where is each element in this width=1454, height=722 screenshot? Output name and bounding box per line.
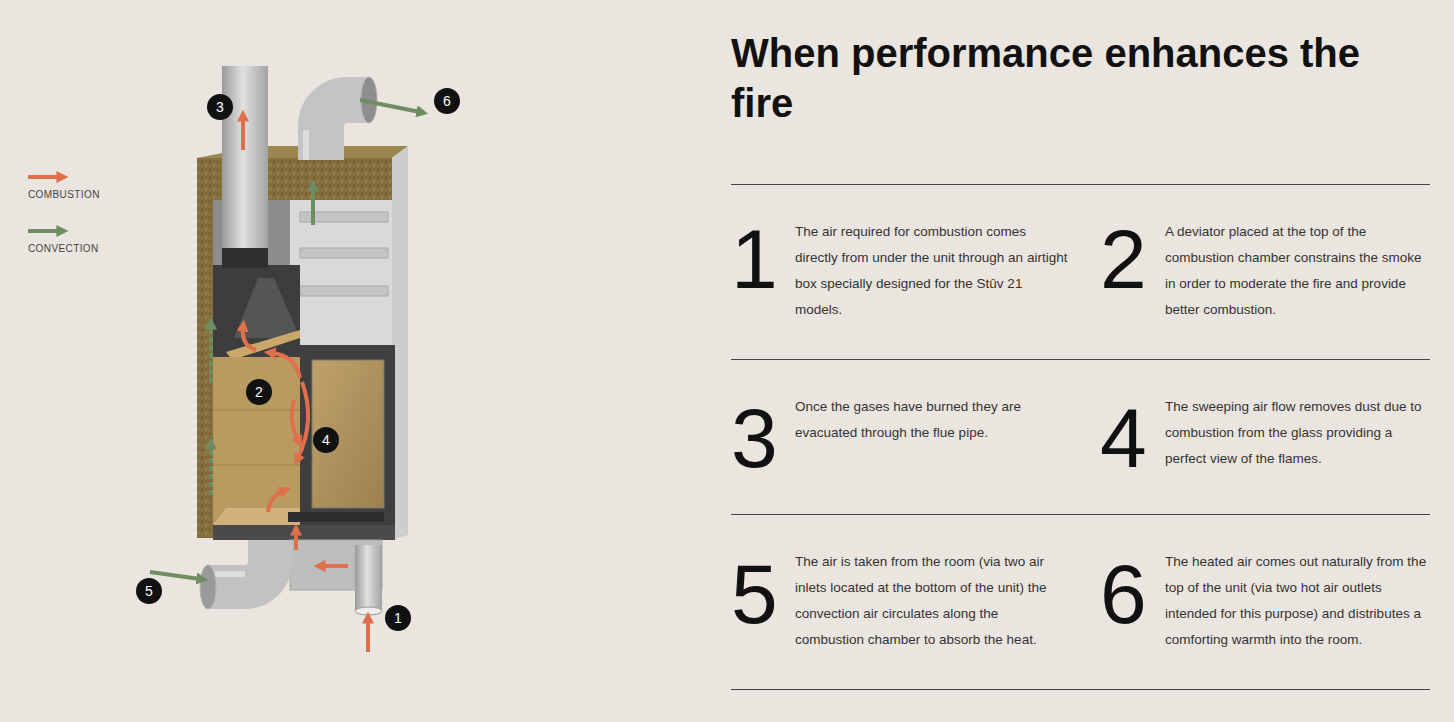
divider-rule (731, 514, 1430, 515)
convection-arrow (150, 572, 200, 579)
step-number: 6 (1100, 552, 1170, 636)
door-glass (312, 360, 384, 508)
louvre (300, 248, 388, 258)
firebrick-joint (213, 410, 303, 411)
firebrick-joint (213, 465, 303, 466)
combustion-arrow (268, 491, 283, 512)
louvre (300, 286, 388, 296)
callout-shape (136, 578, 162, 604)
pipe-highlight (303, 130, 309, 160)
combustion-arrow (298, 382, 308, 458)
step-number: 4 (1100, 396, 1170, 480)
combustion-arrow (294, 532, 298, 550)
step-number: 1 (731, 217, 801, 301)
callout-number: 5 (136, 578, 162, 604)
callout-shape (207, 94, 233, 120)
step-description: Once the gases have burned they are evac… (795, 394, 1070, 446)
convection-arrow (360, 100, 420, 112)
step-number: 3 (731, 396, 801, 480)
step-number: 5 (731, 552, 801, 636)
callout-shape (385, 605, 411, 631)
combustion-arrow (292, 400, 298, 440)
insulation-wall (197, 200, 213, 538)
convection-inlet-pipe (208, 540, 270, 587)
legend-label: COMBUSTION (28, 189, 100, 201)
step-number: 2 (1100, 217, 1170, 301)
callout-circle: 4 (313, 427, 339, 453)
callout-number: 2 (246, 379, 272, 405)
firebrick-wall (213, 357, 303, 525)
combustion-arrow (241, 118, 245, 150)
combustion-arrow (322, 564, 348, 568)
combustion-arrow (272, 353, 300, 378)
callout-number: 3 (207, 94, 233, 120)
callout-shape (434, 88, 460, 114)
callout-circle: 6 (434, 88, 460, 114)
combustion-arrow (366, 620, 370, 652)
step-description: The sweeping air flow removes dust due t… (1165, 394, 1430, 472)
convection-box (290, 200, 392, 350)
unit-base (213, 525, 395, 540)
callout-circle: 2 (246, 379, 272, 405)
firebox-floor (213, 508, 300, 525)
callout-shape (313, 427, 339, 453)
step-description: The heated air comes out naturally from … (1165, 549, 1430, 653)
door-frame (300, 345, 395, 527)
step-description: The air required for combustion comes di… (795, 219, 1070, 323)
callout-number: 6 (434, 88, 460, 114)
deviator-plate (226, 330, 300, 360)
divider-rule (731, 359, 1430, 360)
divider-rule (731, 184, 1430, 185)
convection-arrow (209, 326, 213, 382)
page-title: When performance enhances the fire (731, 28, 1391, 128)
flue-pipe (222, 66, 268, 266)
callout-number: 1 (385, 605, 411, 631)
grate-bar (288, 512, 384, 522)
legend-label: CONVECTION (28, 243, 99, 255)
convection-arrow (209, 446, 213, 495)
combustion-air-pipe (355, 545, 382, 611)
legend-arrow (28, 229, 60, 233)
callout-number: 4 (313, 427, 339, 453)
step-description: The air is taken from the room (via two … (795, 549, 1070, 653)
callout-circle: 3 (207, 94, 233, 120)
pipe-opening (200, 565, 216, 609)
pipe-opening (355, 607, 382, 615)
flue-collar (222, 248, 268, 268)
hot-air-outlet-pipe (321, 100, 368, 160)
callout-shape (246, 379, 272, 405)
legend-arrow (28, 175, 60, 179)
combustion-arrow (243, 328, 256, 350)
callout-circle: 5 (136, 578, 162, 604)
divider-rule (731, 689, 1430, 690)
callout-circle: 1 (385, 605, 411, 631)
convection-arrow (311, 188, 315, 225)
step-description: A deviator placed at the top of the comb… (1165, 219, 1430, 323)
